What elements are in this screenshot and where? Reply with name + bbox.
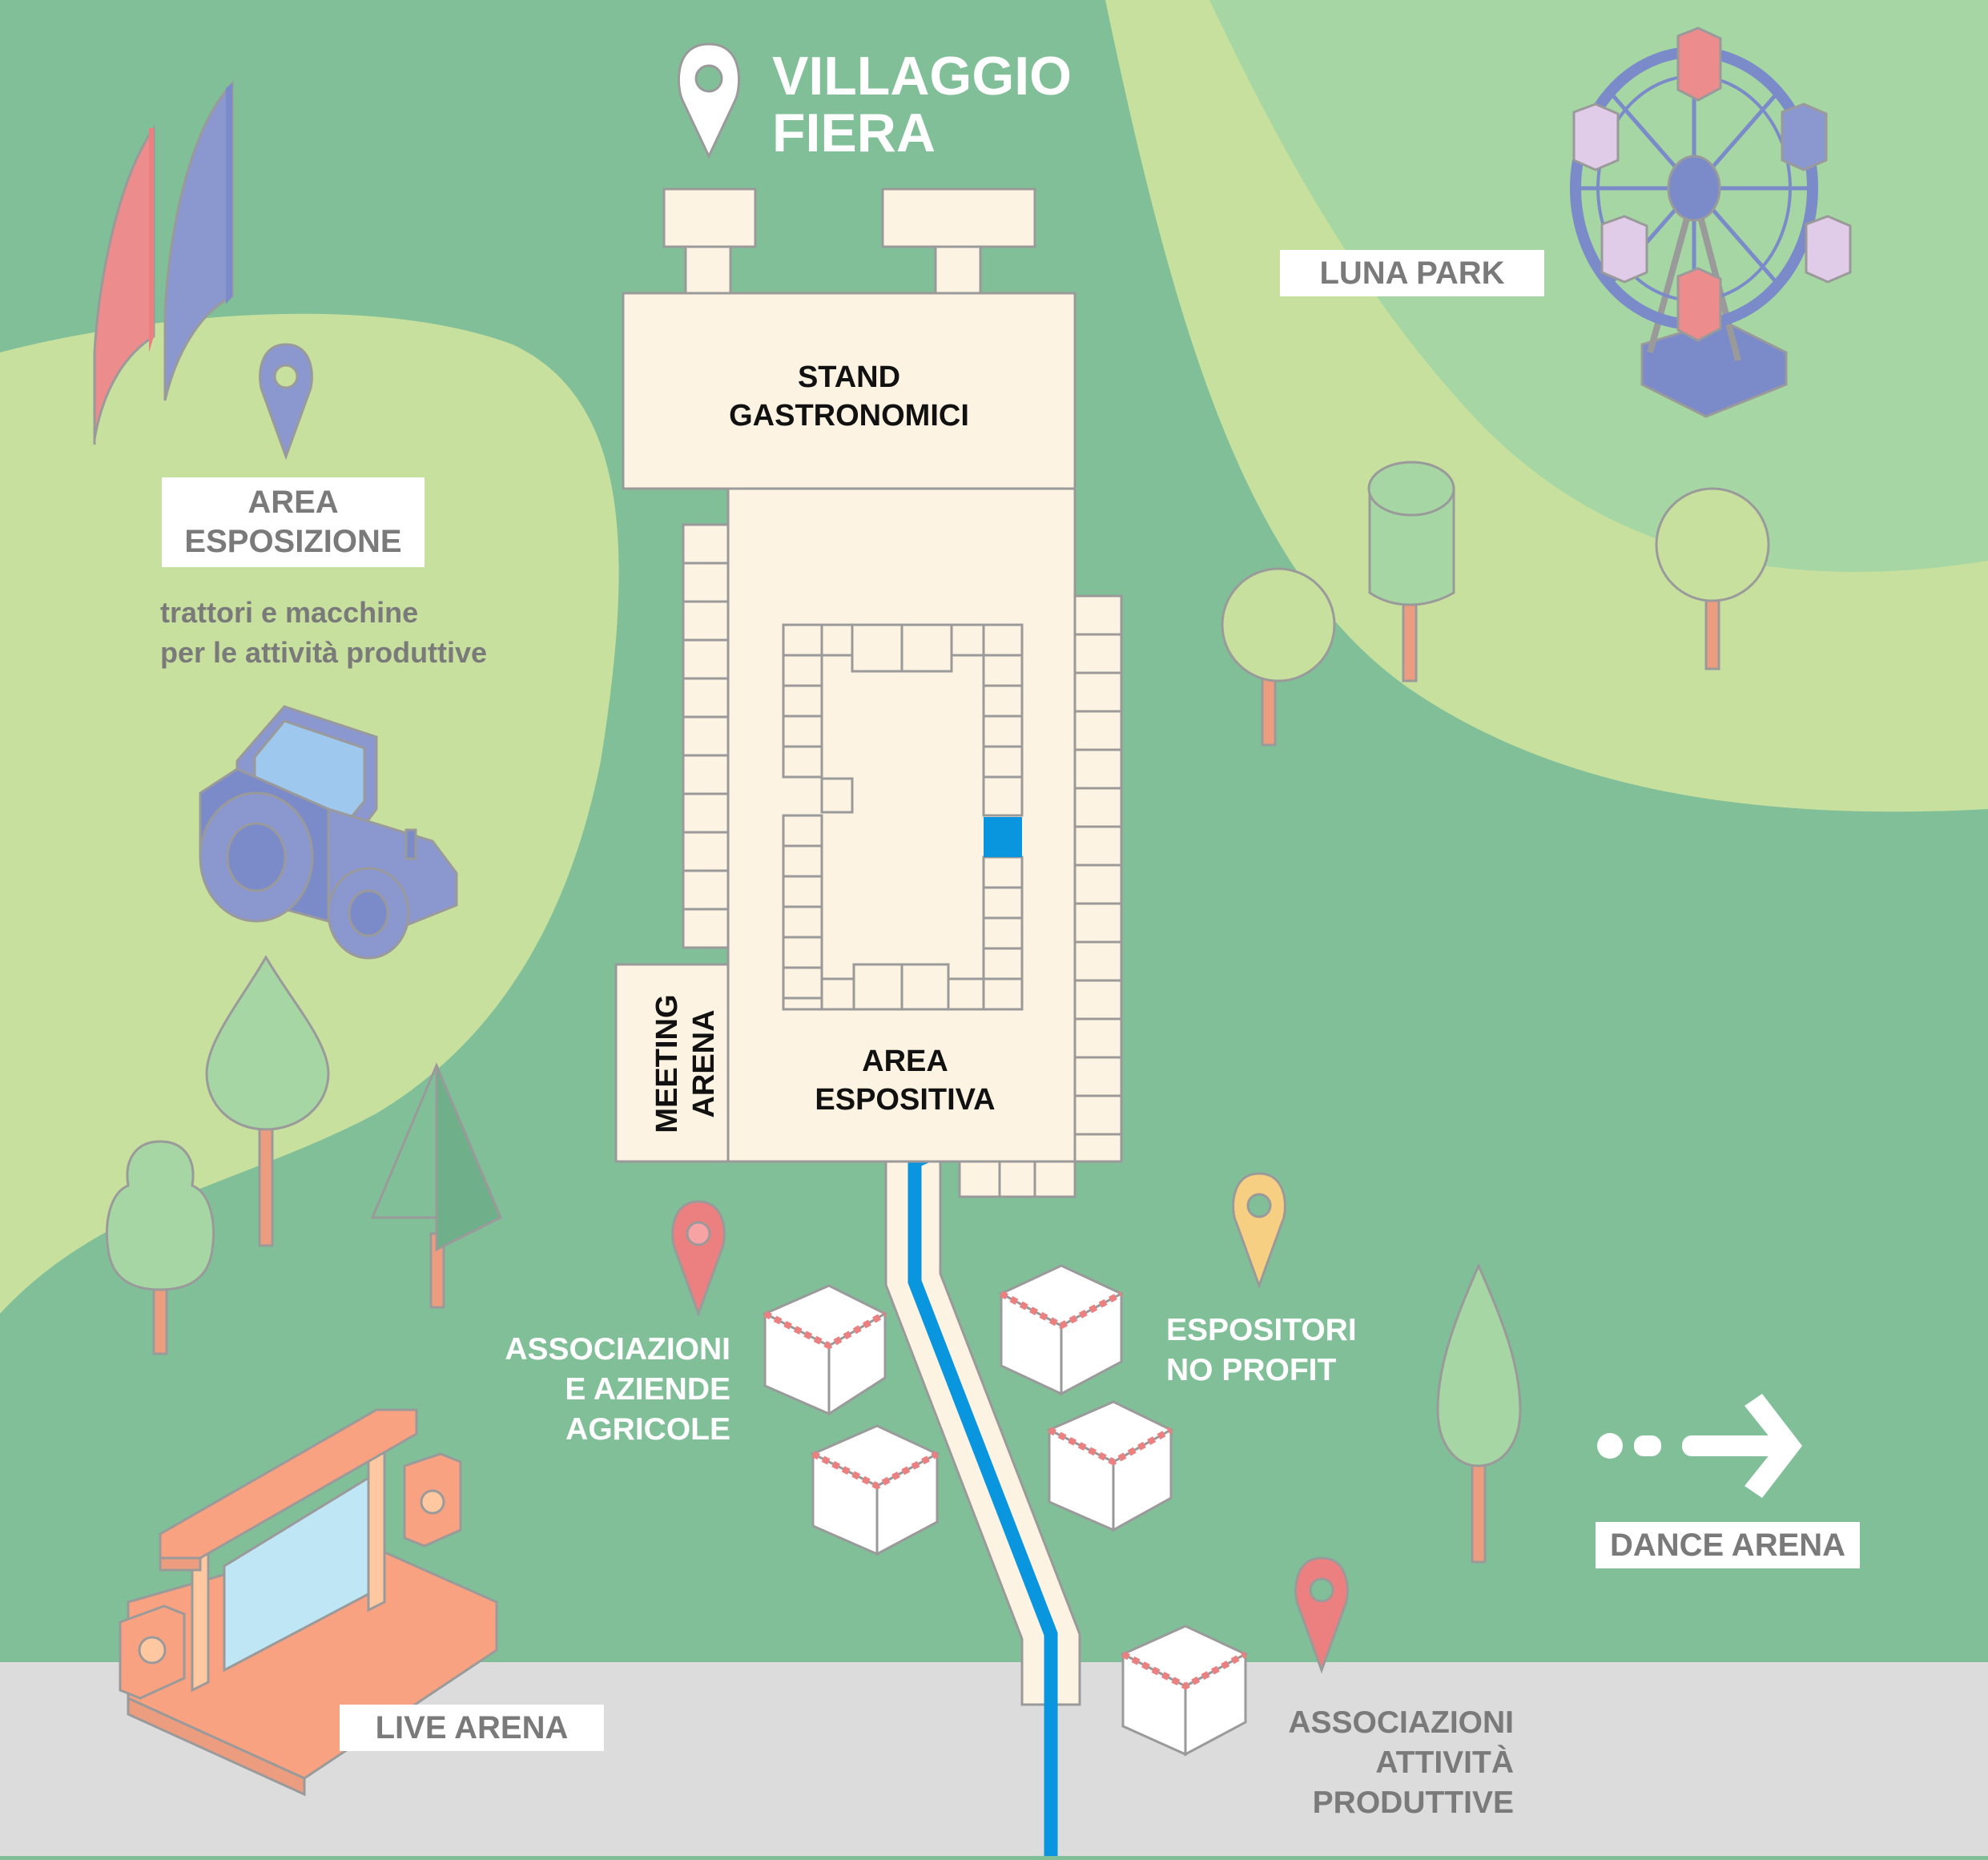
map-title-line1: VILLAGGIO xyxy=(772,46,1072,107)
tree-icon xyxy=(105,461,1770,1564)
pin-espositori-no-profit xyxy=(1232,1172,1286,1290)
espositiva-label-line1: AREA xyxy=(862,1045,948,1078)
ferris-cabins xyxy=(1572,26,1852,342)
pin-associazioni-agricole xyxy=(671,1200,726,1318)
gazebo-4 xyxy=(1046,1400,1174,1532)
associazioni-produttive-label: ASSOCIAZIONI ATTIVITÀ PRODUTTIVE xyxy=(1233,1703,1514,1823)
gazebo-3 xyxy=(810,1424,940,1556)
meeting-arena-label: MEETING ARENA xyxy=(650,965,721,1162)
stage-icon xyxy=(119,1408,498,1797)
live-arena-label: LIVE ARENA xyxy=(340,1705,604,1751)
dance-arena-label: DANCE ARENA xyxy=(1596,1522,1860,1568)
produttive-label-line2: ATTIVITÀ xyxy=(1375,1745,1514,1780)
pin-esposizione xyxy=(259,343,313,461)
esposizione-label-line1: AREA xyxy=(247,485,339,521)
booths-inner-ring xyxy=(782,623,1024,1011)
associazioni-agricole-label: ASSOCIAZIONI E AZIENDE AGRICOLE xyxy=(449,1330,730,1450)
esposizione-description: trattori e macchine per le attività prod… xyxy=(160,593,487,674)
gazebo-2 xyxy=(998,1264,1125,1396)
agricole-label-line2: E AZIENDE xyxy=(565,1371,730,1407)
stand-label-line1: STAND xyxy=(797,360,901,394)
meeting-label-line1: MEETING xyxy=(650,994,684,1133)
produttive-label-line3: PRODUTTIVE xyxy=(1312,1785,1514,1820)
stand-label-line2: GASTRONOMICI xyxy=(729,398,969,433)
area-esposizione-label: AREA ESPOSIZIONE xyxy=(162,477,425,567)
gazebo-1 xyxy=(762,1284,888,1416)
map-title-line2: FIERA xyxy=(772,103,936,164)
pin-title xyxy=(677,42,741,159)
stand-gastronomici-label: STAND GASTRONOMICI xyxy=(623,359,1075,435)
esposizione-desc-line2: per le attività produttive xyxy=(160,636,488,670)
meeting-label-line2: ARENA xyxy=(686,1009,721,1118)
gazebo-5 xyxy=(1120,1624,1249,1757)
arrow-right-icon xyxy=(1597,1394,1802,1498)
booths-bottom-row xyxy=(958,1160,1076,1198)
main-building xyxy=(614,187,1123,1198)
esposizione-label-line2: ESPOSIZIONE xyxy=(184,524,402,559)
no-profit-label-line1: ESPOSITORI xyxy=(1166,1313,1357,1347)
area-espositiva-label: AREA ESPOSITIVA xyxy=(785,1043,1025,1119)
agricole-label-line3: AGRICOLE xyxy=(565,1411,730,1447)
booths-left-column xyxy=(682,523,730,949)
produttive-label-line1: ASSOCIAZIONI xyxy=(1288,1705,1514,1740)
booths-right-column xyxy=(1073,594,1123,1163)
ferris-wheel-icon xyxy=(1570,26,1852,418)
map-title: VILLAGGIO FIERA xyxy=(772,46,1072,164)
pin-associazioni-produttive xyxy=(1294,1556,1349,1674)
espositori-no-profit-label: ESPOSITORI NO PROFIT xyxy=(1166,1310,1357,1391)
espositiva-label-line2: ESPOSITIVA xyxy=(815,1082,996,1117)
luna-park-label: LUNA PARK xyxy=(1280,250,1544,296)
agricole-label-line1: ASSOCIAZIONI xyxy=(505,1332,730,1367)
location-pin-icon xyxy=(259,42,1349,1674)
esposizione-desc-line1: trattori e macchine xyxy=(160,596,419,629)
no-profit-label-line2: NO PROFIT xyxy=(1166,1352,1337,1387)
flag-banner-icon xyxy=(93,80,234,445)
route-endpoint xyxy=(984,817,1022,857)
tractor-icon xyxy=(199,705,458,960)
gazebo-icon xyxy=(762,1264,1249,1757)
